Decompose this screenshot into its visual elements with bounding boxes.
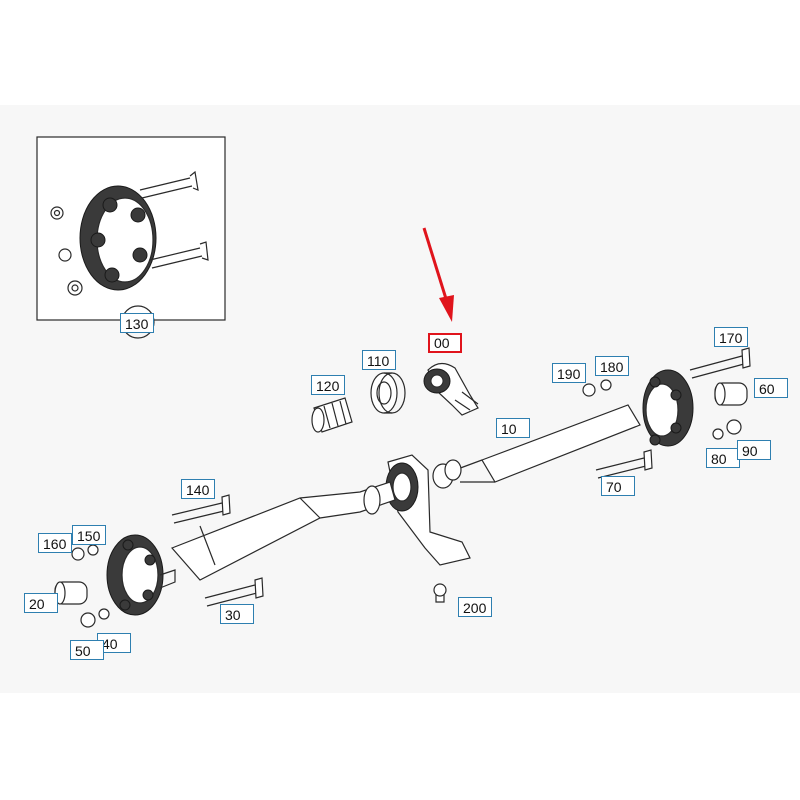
callout-130[interactable]: 130 xyxy=(120,313,154,333)
dust-boot xyxy=(311,397,353,433)
callout-120[interactable]: 120 xyxy=(311,375,345,395)
callout-60[interactable]: 60 xyxy=(754,378,788,398)
callout-30[interactable]: 30 xyxy=(220,604,254,624)
front-flex-disc xyxy=(106,534,176,616)
callout-180[interactable]: 180 xyxy=(595,356,629,376)
rear-flex-disc xyxy=(642,369,694,447)
bearing-ring xyxy=(370,372,406,414)
callout-20[interactable]: 20 xyxy=(24,593,58,613)
callout-150[interactable]: 150 xyxy=(72,525,106,545)
callout-110[interactable]: 110 xyxy=(362,350,396,370)
callout-10[interactable]: 10 xyxy=(496,418,530,438)
callout-190[interactable]: 190 xyxy=(552,363,586,383)
callout-170[interactable]: 170 xyxy=(714,327,748,347)
flex-coupling-inset xyxy=(36,136,226,339)
callout-90[interactable]: 90 xyxy=(737,440,771,460)
callout-50[interactable]: 50 xyxy=(70,640,104,660)
highlight-arrow xyxy=(422,227,454,322)
propeller-shaft xyxy=(170,404,641,581)
callout-140[interactable]: 140 xyxy=(181,479,215,499)
callout-80[interactable]: 80 xyxy=(706,448,740,468)
callout-70[interactable]: 70 xyxy=(601,476,635,496)
callout-160[interactable]: 160 xyxy=(38,533,72,553)
center-bearing-part xyxy=(423,362,479,416)
callout-00[interactable]: 00 xyxy=(428,333,462,353)
small-hardware xyxy=(54,347,751,628)
callout-200[interactable]: 200 xyxy=(458,597,492,617)
